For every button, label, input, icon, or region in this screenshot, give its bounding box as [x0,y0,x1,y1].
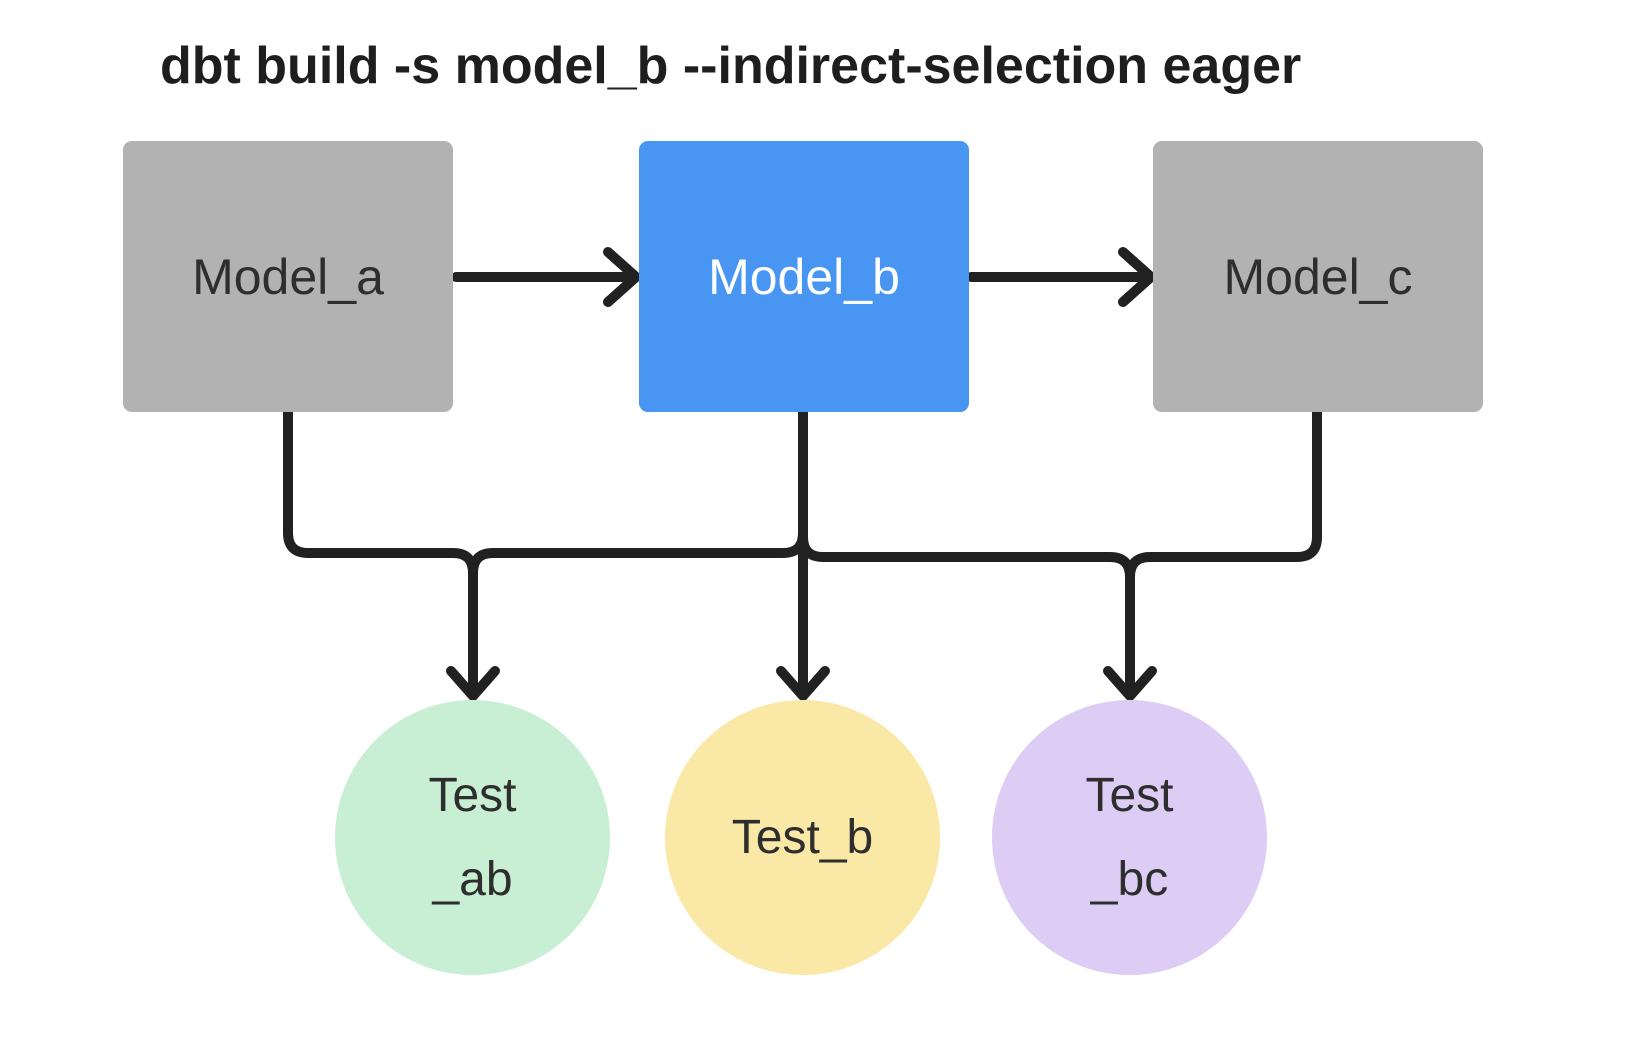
model-b-node-selected: Model_b [639,141,969,412]
test-ab-label-line1: Test [428,768,517,822]
arrowhead-right-icon [603,247,641,307]
model-a-node: Model_a [123,141,453,412]
edge-shaft [283,407,478,697]
test-ab-label-line2: _ab [432,852,513,906]
model-c-label: Model_c [1223,248,1413,305]
edge-model-c-to-test-bc [1125,407,1322,697]
test-bc-node: Test _bc [992,700,1267,975]
edge-model-a-to-test-ab [283,407,478,697]
arrowhead-down-icon [776,666,830,701]
model-c-node: Model_c [1153,141,1483,412]
edge-shaft [798,407,1135,697]
test-bc-label-line2: _bc [1090,852,1169,906]
arrowhead-down-icon [1103,666,1157,701]
edge-shaft [468,407,808,697]
edge-model-b-to-test-ab [468,407,808,697]
edge-shaft [1125,407,1322,697]
test-ab-node: Test _ab [335,700,610,975]
test-bc-label-line1: Test [1085,768,1174,822]
arrowhead-right-icon [1118,247,1156,307]
edge-model-b-to-model-c [966,247,1156,307]
model-b-label: Model_b [708,248,900,305]
test-b-label-line1: Test_b [731,810,874,864]
edge-model-b-to-test-bc [798,407,1135,697]
arrowhead-down-icon [446,666,500,701]
command-title: dbt build -s model_b --indirect-selectio… [160,37,1302,95]
model-a-label: Model_a [192,248,384,305]
test-b-node: Test_b [665,700,940,975]
edge-model-a-to-model-b [451,247,641,307]
